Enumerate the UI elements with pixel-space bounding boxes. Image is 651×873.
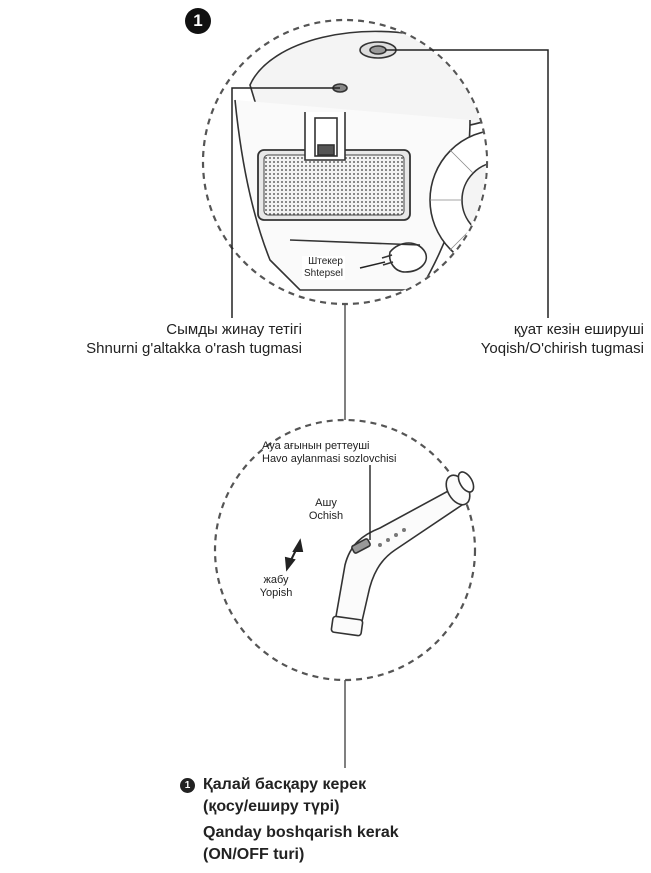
cord-button-label: Сымды жинау тетігі Shnurni g'altakka o'r… [66, 320, 302, 358]
hose-handle [330, 471, 475, 637]
plug-label-uz: Shtepsel [304, 268, 343, 279]
air-regulator-label-kk: Ауа ағынын реттеуші [262, 440, 370, 452]
power-button-label-uz: Yoqish/O'chirish tugmasi [480, 340, 644, 357]
step-marker: 1 [185, 8, 211, 34]
top-detail-circle [201, 18, 489, 306]
callout-lines-top [231, 49, 549, 318]
air-regulator-label-uz: Havo aylanmasi sozlovchisi [262, 453, 397, 465]
caption-line2: (қосу/еширу түрі) [203, 798, 340, 815]
open-label-kk: Ашу [315, 497, 337, 509]
power-button-label: қуат кезін ешируші Yoqish/O'chirish tugm… [448, 320, 644, 358]
plug-label: Штекер Shtepsel [302, 256, 345, 280]
open-label-uz: Ochish [308, 510, 344, 522]
caption-line3: Qanday boshqarish kerak [203, 824, 399, 841]
close-label: жабу Yopish [254, 574, 298, 600]
close-label-uz: Yopish [259, 587, 293, 599]
caption-line1: Қалай басқару керек [203, 776, 367, 793]
plug-label-kk: Штекер [308, 256, 343, 267]
open-label: Ашу Ochish [306, 497, 346, 523]
close-label-kk: жабу [263, 574, 289, 586]
air-regulator-label: Ауа ағынын реттеуші Havo aylanmasi sozlo… [262, 440, 397, 466]
vacuum-cleaner-body [234, 30, 486, 291]
caption-marker: 1 [180, 778, 195, 793]
cord-button-label-kk: Сымды жинау тетігі [166, 321, 302, 338]
caption-line4: (ON/OFF turi) [203, 846, 305, 863]
caption: Қалай басқару керек (қосу/еширу түрі) Qa… [203, 774, 399, 866]
power-button-label-kk: қуат кезін ешируші [513, 321, 644, 338]
open-close-arrow [284, 538, 304, 572]
cord-button-label-uz: Shnurni g'altakka o'rash tugmasi [86, 340, 302, 357]
bottom-detail-circle [213, 418, 477, 682]
